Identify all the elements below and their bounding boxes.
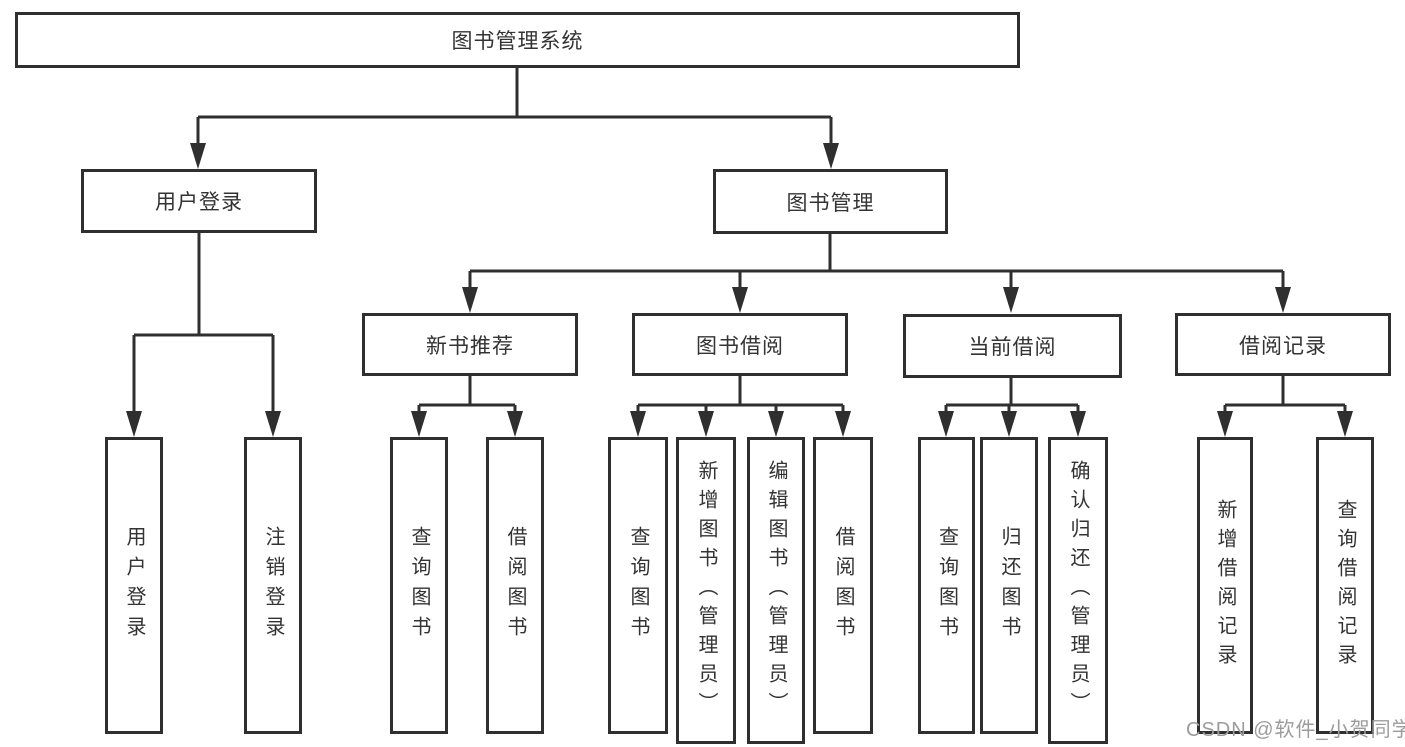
node-label: 借阅图书 <box>504 525 526 646</box>
leaf-user-login: 用户登录 <box>105 437 163 734</box>
node-label: 新增图书（管理员） <box>695 460 717 721</box>
leaf-borrow-books-borrowing: 借阅图书 <box>813 437 873 734</box>
leaf-query-books-borrowing: 查询图书 <box>608 437 668 734</box>
leaf-borrow-books-recommendation: 借阅图书 <box>486 437 544 734</box>
node-label: 确认归还（管理员） <box>1067 460 1089 721</box>
node-user-login: 用户登录 <box>81 169 317 233</box>
node-label: 新增借阅记录 <box>1214 498 1236 673</box>
node-label: 借阅记录 <box>1239 334 1327 358</box>
node-root-system: 图书管理系统 <box>15 12 1020 68</box>
node-book-borrowing: 图书借阅 <box>632 313 848 376</box>
leaf-return-books: 归还图书 <box>980 437 1038 734</box>
node-label: 查询借阅记录 <box>1334 498 1356 673</box>
leaf-query-books-current: 查询图书 <box>918 437 975 734</box>
node-borrowing-records: 借阅记录 <box>1175 313 1391 376</box>
node-label: 查询图书 <box>627 525 649 646</box>
node-label: 用户登录 <box>155 191 243 214</box>
leaf-edit-books-admin: 编辑图书（管理员） <box>747 437 805 744</box>
node-label: 归还图书 <box>998 525 1020 646</box>
node-label: 查询图书 <box>935 525 958 646</box>
leaf-add-books-admin: 新增图书（管理员） <box>676 437 736 744</box>
node-new-book-recommendation: 新书推荐 <box>362 313 578 376</box>
node-label: 注销登录 <box>262 525 284 646</box>
node-label: 用户登录 <box>123 525 145 646</box>
node-current-borrowing: 当前借阅 <box>903 314 1122 378</box>
node-label: 图书管理系统 <box>451 30 584 53</box>
leaf-query-borrow-record: 查询借阅记录 <box>1316 437 1374 734</box>
node-label: 编辑图书（管理员） <box>765 460 787 721</box>
node-label: 借阅图书 <box>832 525 854 646</box>
node-label: 当前借阅 <box>968 336 1057 359</box>
node-label: 新书推荐 <box>426 334 514 358</box>
leaf-add-borrow-record: 新增借阅记录 <box>1197 437 1253 734</box>
node-label: 图书管理 <box>786 191 875 215</box>
leaf-confirm-return-admin: 确认归还（管理员） <box>1048 437 1108 744</box>
node-label: 查询图书 <box>408 525 430 646</box>
leaf-query-books-recommendation: 查询图书 <box>390 437 448 734</box>
node-label: 图书借阅 <box>696 334 784 358</box>
watermark: CSDN @软件_小贺同学 <box>1186 719 1405 741</box>
node-book-management: 图书管理 <box>713 169 948 234</box>
leaf-logout: 注销登录 <box>244 437 302 734</box>
